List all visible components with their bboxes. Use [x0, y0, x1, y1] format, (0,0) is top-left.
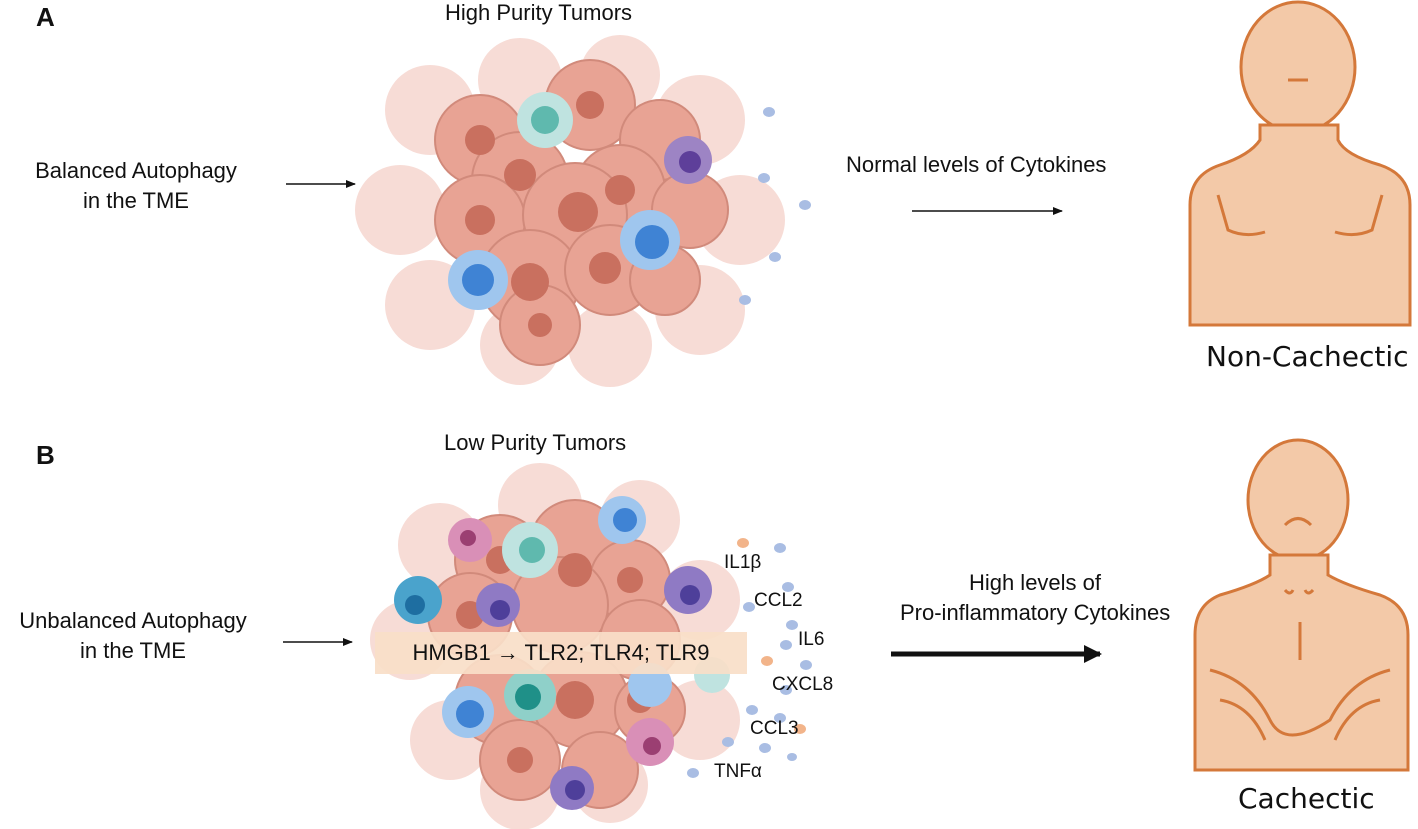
cytokine-label-ccl3: CCL3: [750, 718, 799, 739]
panel-b-left-line1: Unbalanced Autophagy: [19, 608, 247, 633]
cytokine-label-il1b: IL1β: [724, 552, 762, 573]
panel-b-left-text: Unbalanced Autophagy in the TME: [0, 606, 266, 666]
panel-b-letter: B: [36, 440, 55, 470]
cytokine-label-il6: IL6: [798, 629, 825, 650]
panel-a-letter: A: [36, 2, 55, 32]
person-non-cachectic-icon: [1188, 0, 1412, 327]
panel-a-left-line2: in the TME: [83, 188, 189, 213]
panel-b-right-text: High levels of Pro-inflammatory Cytokine…: [900, 568, 1170, 628]
cytokine-label-ccl2: CCL2: [754, 590, 803, 611]
tumor-cluster-high-purity: [355, 35, 811, 387]
panel-a-left-text: Balanced Autophagy in the TME: [14, 156, 258, 216]
panel-b-title: Low Purity Tumors: [444, 430, 627, 455]
pathway-label: HMGB1 → TLR2; TLR4; TLR9: [375, 632, 747, 674]
panel-b-right-line1: High levels of: [968, 570, 1102, 595]
panel-a-title: High Purity Tumors: [445, 0, 633, 25]
panel-a-person-label: Non-Cachectic: [1206, 340, 1409, 373]
panel-a-right-text: Normal levels of Cytokines: [846, 152, 1107, 177]
cytokine-label-tnfa: TNFα: [714, 761, 762, 782]
panel-b-right-line2: Pro-inflammatory Cytokines: [900, 600, 1171, 625]
panel-b-person-label: Cachectic: [1238, 782, 1375, 815]
cytokine-label-cxcl8: CXCL8: [772, 674, 834, 695]
panel-a-left-line1: Balanced Autophagy: [35, 158, 237, 183]
person-cachectic-icon: [1193, 438, 1410, 772]
panel-b-left-line2: in the TME: [80, 638, 186, 663]
tumor-cluster-low-purity: [370, 463, 812, 829]
